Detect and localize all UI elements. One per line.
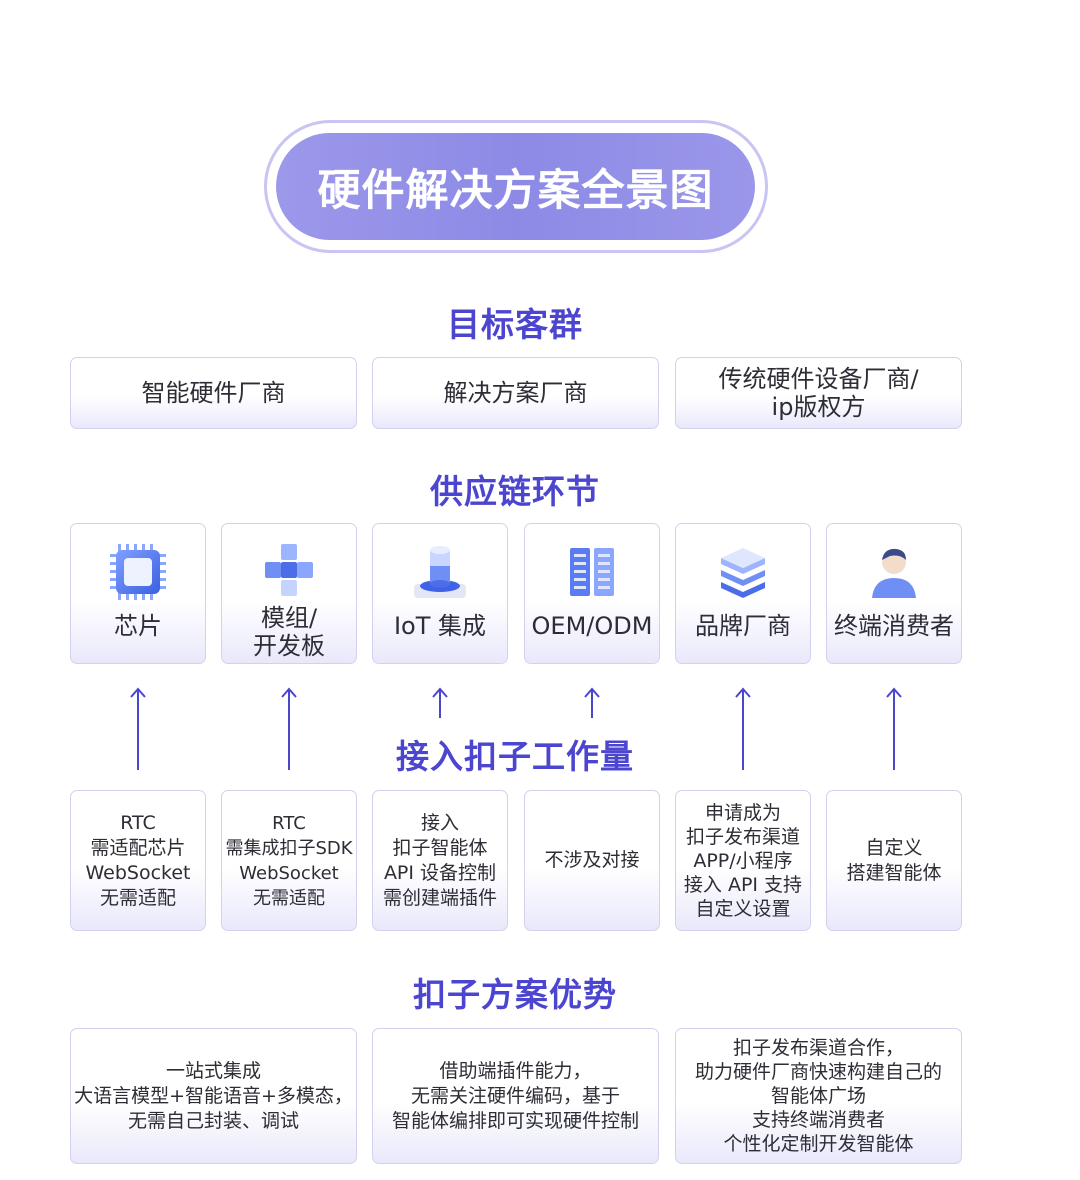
advantage-card: 一站式集成 大语言模型+智能语音+多模态， 无需自己封装、调试 [70,1028,357,1164]
arrow-up-icon [733,686,753,772]
supply-chain-card-brand: 品牌厂商 [675,523,811,664]
supply-chain-label: 模组/ 开发板 [253,604,325,660]
arrow-up-icon [582,686,602,720]
advantage-text: 一站式集成 大语言模型+智能语音+多模态， 无需自己封装、调试 [74,1059,353,1132]
supply-chain-card-chip: 芯片 [70,523,206,664]
arrow-up-icon [430,686,450,720]
arrow-up-icon [128,686,148,772]
section-title-supply: 供应链环节 [430,472,600,511]
supply-chain-label: 品牌厂商 [695,612,791,640]
workload-text: RTC 需集成扣子SDK WebSocket 无需适配 [225,812,353,909]
chip-icon [110,544,166,600]
server-rack-icon [570,548,614,596]
supply-chain-label: 终端消费者 [834,612,954,640]
supply-chain-card-module: 模组/ 开发板 [221,523,357,664]
target-group-label: 解决方案厂商 [443,379,588,407]
advantage-text: 扣子发布渠道合作， 助力硬件厂商快速构建自己的 智能体广场 支持终端消费者 个性… [694,1037,942,1155]
consumer-person-icon [872,548,916,598]
supply-chain-label: IoT 集成 [393,612,487,640]
target-group-card: 解决方案厂商 [372,357,659,429]
section-title-target: 目标客群 [447,305,583,344]
workload-text: 申请成为 扣子发布渠道 APP/小程序 接入 API 支持 自定义设置 [683,801,803,920]
workload-card: RTC 需适配芯片 WebSocket 无需适配 [70,790,206,931]
supply-chain-card-iot: IoT 集成 [372,523,508,664]
module-cubes-icon [265,544,313,596]
arrow-up-icon [884,686,904,772]
workload-text: 不涉及对接 [544,849,640,871]
supply-chain-card-oem: OEM/ODM [524,523,660,664]
target-group-label: 智能硬件厂商 [141,379,286,407]
supply-chain-label: 芯片 [114,612,162,640]
supply-chain-label: OEM/ODM [531,612,653,640]
workload-card: 接入 扣子智能体 API 设备控制 需创建端插件 [372,790,508,931]
workload-text: RTC 需适配芯片 WebSocket 无需适配 [85,811,191,909]
target-group-card: 传统硬件设备厂商/ ip版权方 [675,357,962,429]
workload-card: 申请成为 扣子发布渠道 APP/小程序 接入 API 支持 自定义设置 [675,790,811,931]
advantage-text: 借助端插件能力， 无需关注硬件编码，基于 智能体编排即可实现硬件控制 [391,1059,639,1132]
iot-cylinder-icon [414,546,466,598]
workload-card: RTC 需集成扣子SDK WebSocket 无需适配 [221,790,357,931]
layer-stack-icon [721,548,765,598]
page-title: 硬件解决方案全景图 [276,133,755,240]
workload-card: 自定义 搭建智能体 [826,790,962,931]
target-group-label: 传统硬件设备厂商/ ip版权方 [718,365,919,421]
workload-text: 接入 扣子智能体 API 设备控制 需创建端插件 [382,811,497,909]
section-title-advantage: 扣子方案优势 [413,975,617,1014]
workload-card: 不涉及对接 [524,790,660,931]
advantage-card: 扣子发布渠道合作， 助力硬件厂商快速构建自己的 智能体广场 支持终端消费者 个性… [675,1028,962,1164]
supply-chain-card-consumer: 终端消费者 [826,523,962,664]
section-title-workload: 接入扣子工作量 [396,737,634,776]
arrow-up-icon [279,686,299,772]
advantage-card: 借助端插件能力， 无需关注硬件编码，基于 智能体编排即可实现硬件控制 [372,1028,659,1164]
target-group-card: 智能硬件厂商 [70,357,357,429]
workload-text: 自定义 搭建智能体 [846,836,942,884]
